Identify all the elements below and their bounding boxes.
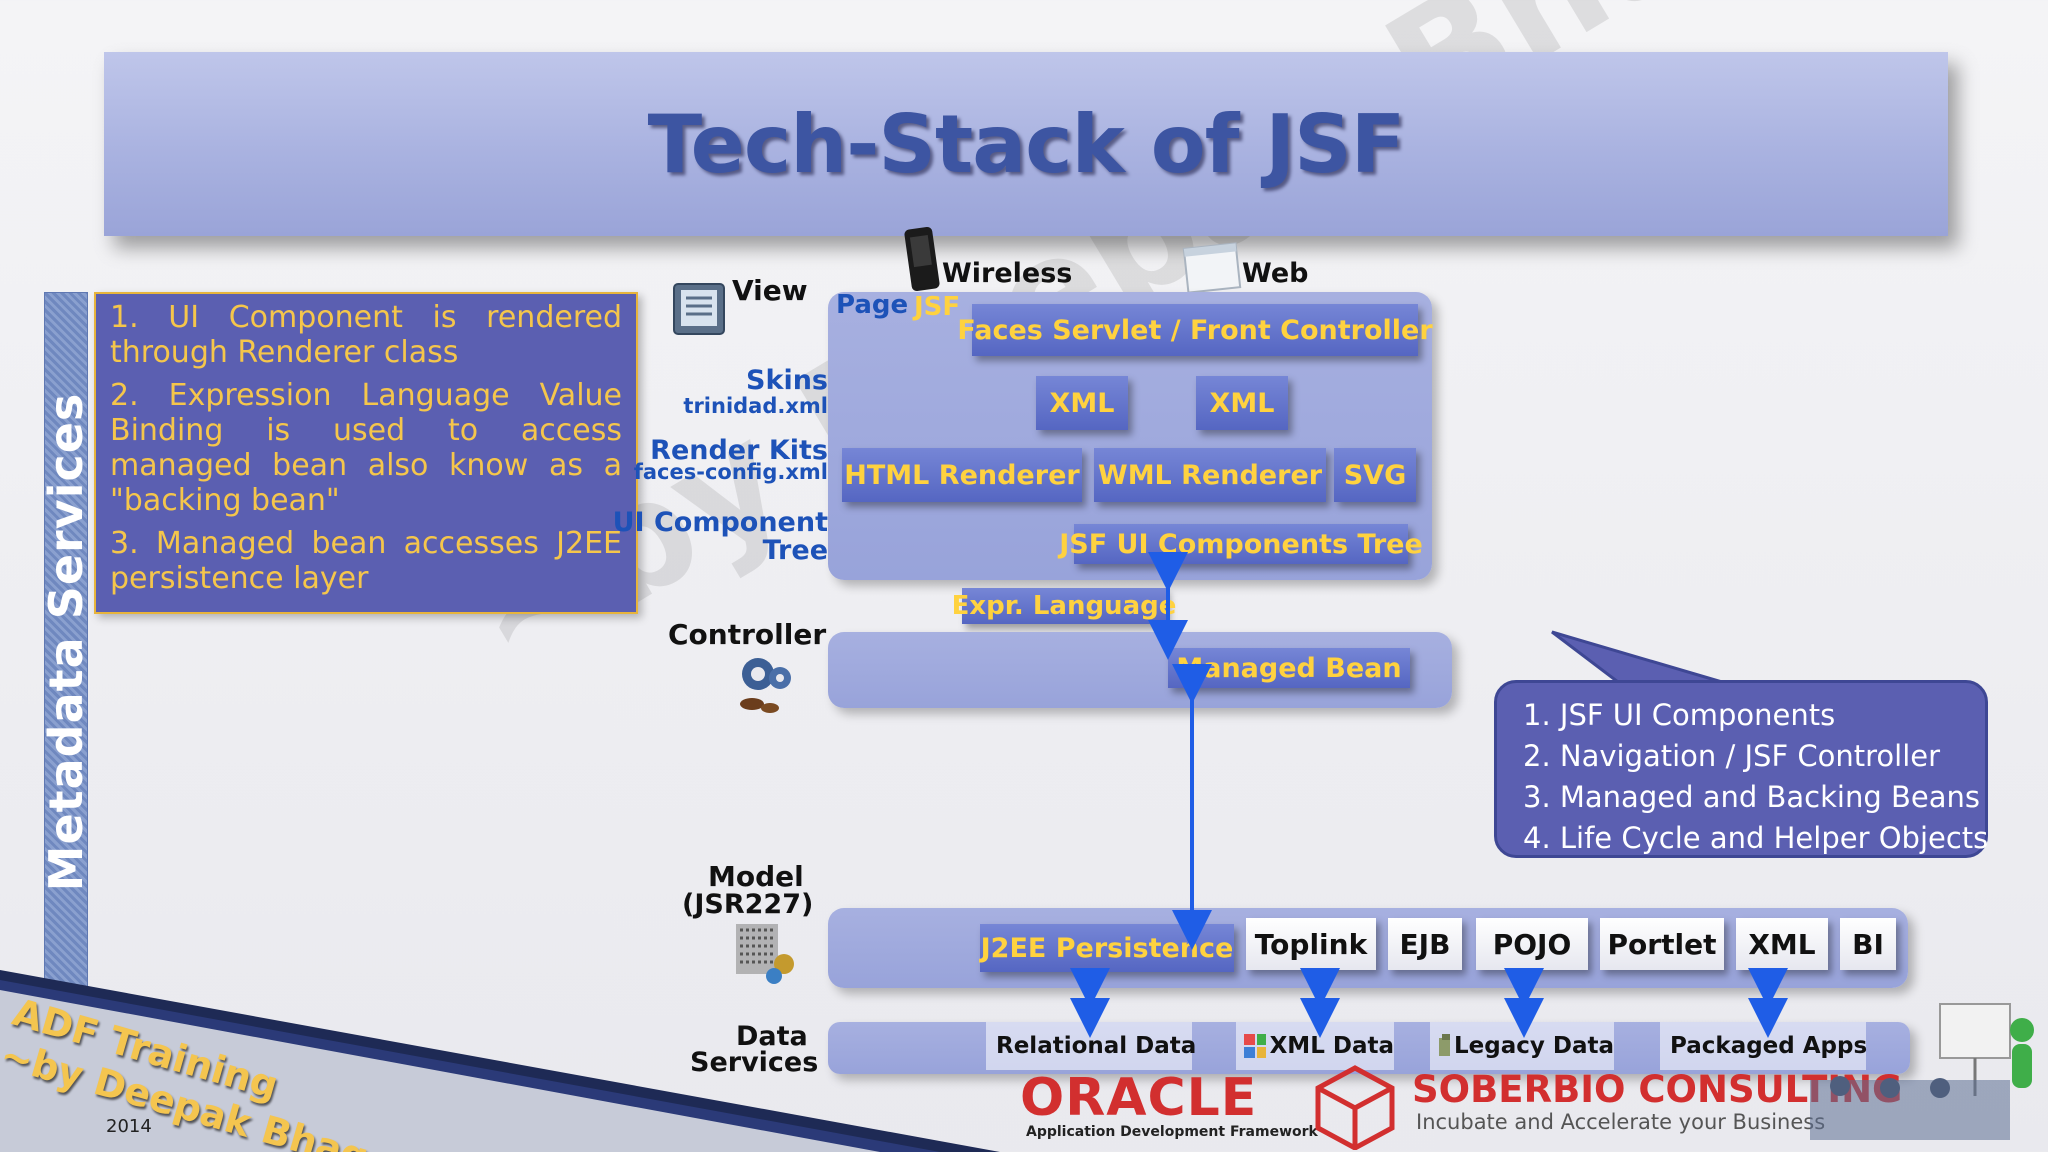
svg-box: SVG [1334,448,1416,502]
toplink-box: Toplink [1246,918,1376,970]
soberbio-subtitle: Incubate and Accelerate your Business [1416,1110,1826,1134]
render-kits-label: Render Kits [650,435,828,466]
xml-model-box: XML [1736,918,1828,970]
bi-box: BI [1840,918,1896,970]
callout-pointer [1551,630,1723,684]
xml-box: XML [1196,376,1288,430]
html-renderer-box: HTML Renderer [842,448,1082,502]
data-label: Data [736,1021,808,1052]
portlet-box: Portlet [1600,918,1724,970]
oracle-subtitle: Application Development Framework [1026,1124,1318,1140]
oracle-logo: ORACLE [1020,1068,1258,1128]
pojo-box: POJO [1476,918,1588,970]
jsf-label: JSF [914,292,961,322]
view-icon [673,283,725,335]
xml-data-icon [1244,1034,1266,1058]
gears-icon [740,658,791,713]
render-kits-file-label: faces-config.xml [633,460,828,484]
mobile-phone-icon [904,227,940,291]
footer-band [0,970,1000,1152]
page-label: Page [836,290,909,320]
note-item: 3. Managed bean accesses J2EE persistenc… [110,526,622,596]
soberbio-cube-icon [1315,1065,1395,1150]
web-label: Web [1242,258,1309,289]
xml-box: XML [1036,376,1128,430]
note-item: 2. Expression Language Value Binding is … [110,378,622,518]
footer-year: 2014 [106,1116,152,1137]
expr-language-box: Expr. Language [952,588,1176,624]
metadata-services-bar: Metadata Services [39,292,93,992]
notes-box: 1. UI Component is rendered through Rend… [94,292,638,614]
jsf-ui-components-tree-box: JSF UI Components Tree [1059,524,1423,564]
model-label: Model [708,860,804,893]
controller-label: Controller [668,618,827,651]
ui-component-label: UI Component [612,507,828,538]
ejb-box: EJB [1388,918,1462,970]
callout-item: 3. Managed and Backing Beans [1523,780,1980,814]
page-title: Tech-Stack of JSF [647,97,1406,191]
skins-file-label: trinidad.xml [683,394,828,418]
wireless-label: Wireless [942,258,1073,289]
faces-servlet-box: Faces Servlet / Front Controller [957,304,1433,356]
web-browser-icon [1182,242,1242,294]
legacy-data-icon [1439,1034,1450,1056]
model-jsr-label: (JSR227) [682,889,814,920]
callout-item: 1. JSF UI Components [1523,698,1836,732]
tree-label: Tree [762,535,828,566]
callout-box: 1. JSF UI Components 2. Navigation / JSF… [1494,680,1988,858]
packaged-apps-item: Packaged Apps [1660,1022,1867,1070]
services-label: Services [690,1047,819,1078]
wml-renderer-box: WML Renderer [1094,448,1326,502]
view-label: View [732,274,808,307]
title-banner: Tech-Stack of JSF [104,52,1948,236]
skins-label: Skins [746,365,828,396]
presenter-mascot-icon [1810,1003,2034,1140]
model-icon [736,924,794,984]
note-item: 1. UI Component is rendered through Rend… [110,300,622,370]
callout-item: 4. Life Cycle and Helper Objects [1523,821,1989,855]
callout-item: 2. Navigation / JSF Controller [1523,739,1941,773]
